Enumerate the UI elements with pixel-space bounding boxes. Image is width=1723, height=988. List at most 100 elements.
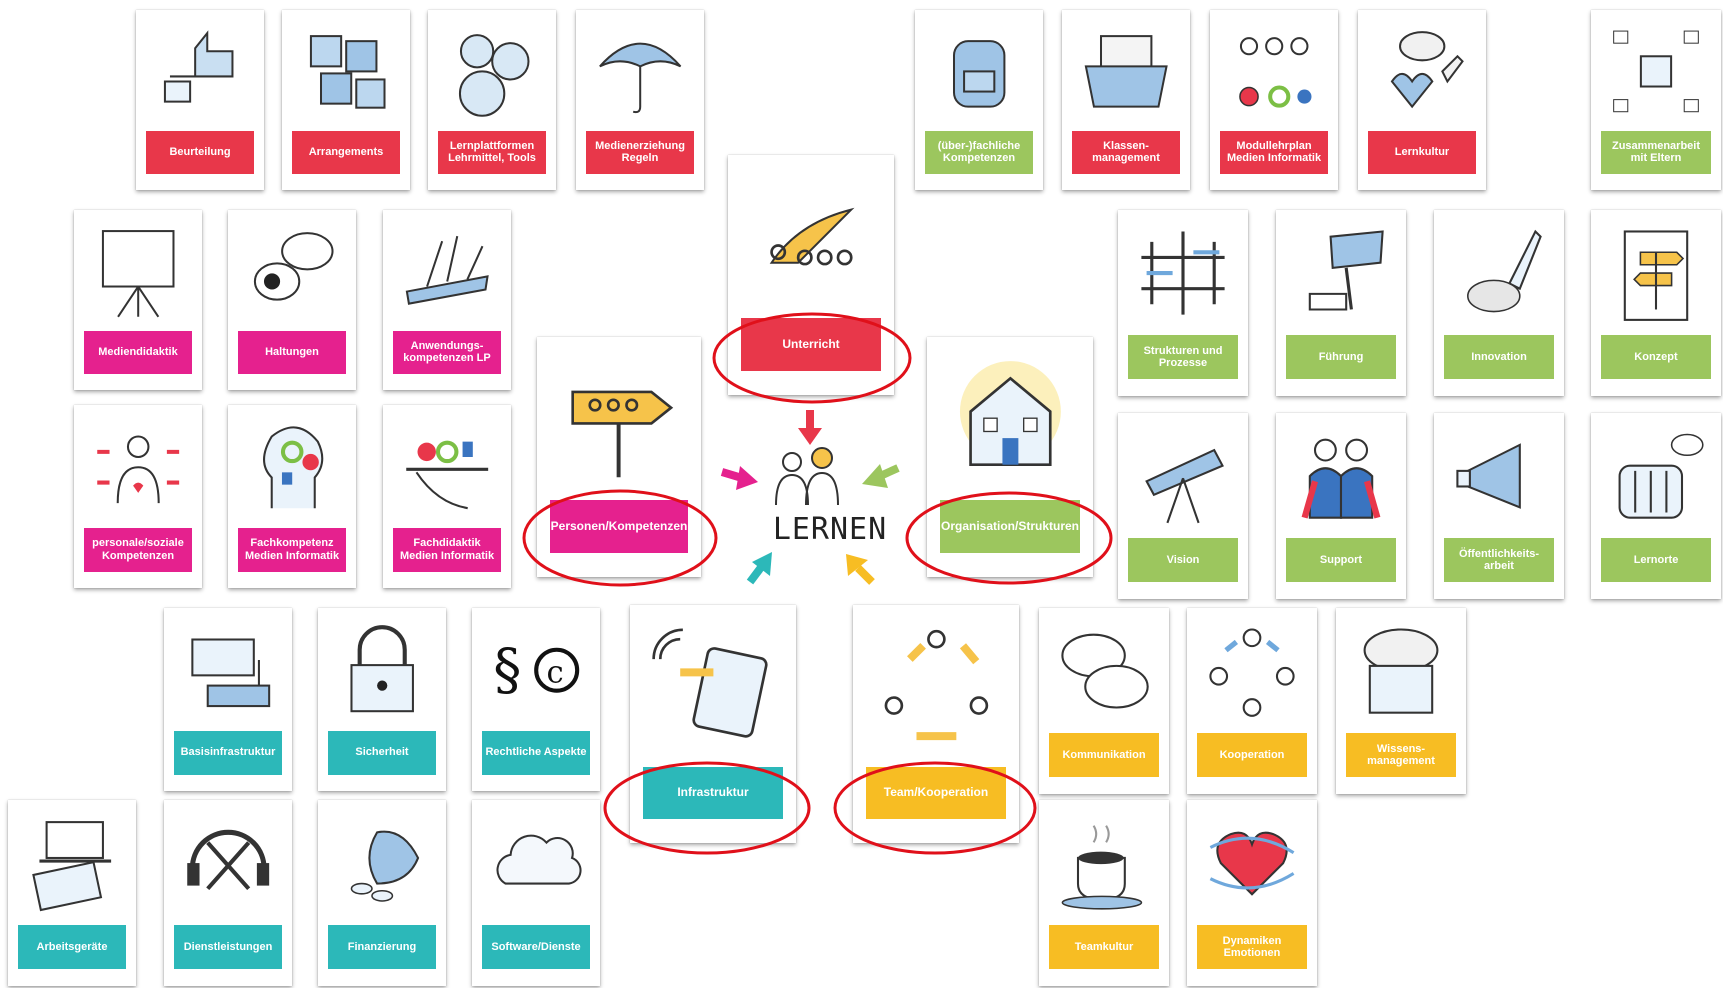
card-zusammenarbeit-eltern[interactable]: Zusammenarbeit mit Eltern — [1591, 10, 1721, 190]
card-label: Führung — [1286, 334, 1396, 380]
card-arbeitsgeraete[interactable]: Arbeitsgeräte — [8, 800, 136, 986]
umbrella-icon — [589, 21, 691, 122]
puzzle-icon — [295, 21, 397, 122]
card-teamkultur[interactable]: Teamkultur — [1039, 800, 1169, 986]
school-network-icon — [1604, 21, 1708, 122]
card-strukturen-prozesse[interactable]: Strukturen und Prozesse — [1118, 210, 1248, 396]
padlock-icon — [331, 619, 433, 721]
learners-icon — [775, 447, 839, 506]
card-label: Finanzierung — [328, 924, 436, 970]
telescope-icon — [1131, 424, 1235, 528]
paragraph-copyright-icon: §c — [485, 619, 587, 721]
card-label: Arrangements — [292, 130, 400, 174]
card-wissensmanagement[interactable]: Wissens- management — [1336, 608, 1466, 794]
card-oeffentlichkeitsarbeit[interactable]: Öffentlichkeits- arbeit — [1434, 413, 1564, 599]
group-cycle-icon — [1200, 619, 1304, 723]
card-label: Haltungen — [238, 330, 346, 374]
category-team[interactable]: Team/Kooperation — [853, 605, 1019, 843]
card-label: Lernplattformen Lehrmittel, Tools — [438, 130, 546, 174]
card-label: Organisation/Strukturen — [940, 500, 1080, 553]
card-personale-soziale[interactable]: personale/soziale Kompetenzen — [74, 405, 202, 588]
laptop-tablet-icon — [21, 811, 123, 915]
card-fachkompetenz[interactable]: Fachkompetenz Medien Informatik — [228, 405, 356, 588]
svg-text:§: § — [493, 638, 521, 703]
thumbs-up-down-icon — [149, 21, 251, 122]
megaphone-icon — [1447, 424, 1551, 528]
arrow-from-personen — [720, 466, 758, 490]
card-lernorte[interactable]: Lernorte — [1591, 413, 1721, 599]
card-label: Vision — [1128, 537, 1238, 583]
card-support[interactable]: Support — [1276, 413, 1406, 599]
card-label: (über-)fachliche Kompetenzen — [925, 130, 1033, 174]
card-lernplattformen[interactable]: Lernplattformen Lehrmittel, Tools — [428, 10, 556, 190]
arrows-grid-icon — [1131, 221, 1235, 325]
card-vision[interactable]: Vision — [1118, 413, 1248, 599]
card-klassenmanagement[interactable]: Klassen- management — [1062, 10, 1190, 190]
signpost-booklet-icon — [1604, 221, 1708, 325]
card-basisinfrastruktur[interactable]: Basisinfrastruktur — [164, 608, 292, 791]
card-anwendungskompetenzen[interactable]: Anwendungs- kompetenzen LP — [383, 210, 511, 390]
card-lernkultur[interactable]: Lernkultur — [1358, 10, 1486, 190]
card-fachliche-kompetenzen[interactable]: (über-)fachliche Kompetenzen — [915, 10, 1043, 190]
card-fachdidaktik[interactable]: Fachdidaktik Medien Informatik — [383, 405, 511, 588]
brain-building-icon — [1349, 619, 1453, 723]
card-rechtliche-aspekte[interactable]: §c Rechtliche Aspekte — [472, 608, 600, 791]
card-finanzierung[interactable]: Finanzierung — [318, 800, 446, 986]
card-konzept[interactable]: Konzept — [1591, 210, 1721, 396]
card-sicherheit[interactable]: Sicherheit — [318, 608, 446, 791]
card-label: Dienstleistungen — [174, 924, 282, 970]
road-with-group-icon — [745, 169, 878, 303]
card-label: Unterricht — [741, 318, 881, 371]
card-label: Team/Kooperation — [866, 766, 1006, 820]
card-label: Klassen- management — [1072, 130, 1180, 174]
headset-tools-icon — [177, 811, 279, 915]
thought-bubble-icon — [241, 221, 343, 322]
card-label: Software/Dienste — [482, 924, 590, 970]
card-software-dienste[interactable]: Software/Dienste — [472, 800, 600, 986]
card-label: Zusammenarbeit mit Eltern — [1601, 130, 1711, 174]
card-label: Sicherheit — [328, 730, 436, 775]
card-label: Modullehrplan Medien Informatik — [1220, 130, 1328, 174]
card-kommunikation[interactable]: Kommunikation — [1039, 608, 1169, 794]
card-mediendidaktik[interactable]: Mediendidaktik — [74, 210, 202, 390]
card-label: Innovation — [1444, 334, 1554, 380]
card-innovation[interactable]: Innovation — [1434, 210, 1564, 396]
card-label: personale/soziale Kompetenzen — [84, 527, 192, 572]
category-unterricht[interactable]: Unterricht — [728, 155, 894, 395]
speech-bubbles-icon — [1052, 619, 1156, 723]
card-label: Beurteilung — [146, 130, 254, 174]
card-label: Teamkultur — [1049, 924, 1159, 970]
card-haltungen[interactable]: Haltungen — [228, 210, 356, 390]
card-kooperation[interactable]: Kooperation — [1187, 608, 1317, 794]
printer-router-icon — [177, 619, 279, 721]
card-dienstleistungen[interactable]: Dienstleistungen — [164, 800, 292, 986]
gears-icon — [441, 21, 543, 122]
card-arrangements[interactable]: Arrangements — [282, 10, 410, 190]
card-fuehrung[interactable]: Führung — [1276, 210, 1406, 396]
card-label: Personen/Kompetenzen — [550, 500, 688, 553]
card-label: Fachkompetenz Medien Informatik — [238, 527, 346, 572]
card-label: Mediendidaktik — [84, 330, 192, 374]
category-personen[interactable]: Personen/Kompetenzen — [537, 337, 701, 577]
card-box-icon — [1075, 21, 1177, 122]
card-modullehrplan[interactable]: Modullehrplan Medien Informatik — [1210, 10, 1338, 190]
signpost-group-icon — [553, 351, 684, 485]
card-beurteilung[interactable]: Beurteilung — [136, 10, 264, 190]
arrow-from-organisation — [862, 464, 900, 488]
money-bag-icon — [331, 811, 433, 915]
cable-car-icon — [1604, 424, 1708, 528]
card-label: Medienerziehung Regeln — [586, 130, 694, 174]
card-label: Öffentlichkeits- arbeit — [1444, 537, 1554, 583]
card-label: Kooperation — [1197, 732, 1307, 778]
heart-swirl-icon — [1200, 811, 1304, 915]
card-label: Infrastruktur — [643, 766, 783, 820]
card-dynamiken-emotionen[interactable]: Dynamiken Emotionen — [1187, 800, 1317, 986]
card-label: Strukturen und Prozesse — [1128, 334, 1238, 380]
projector-screen-icon — [87, 221, 189, 322]
team-cycle-icon — [870, 619, 1003, 752]
category-organisation[interactable]: Organisation/Strukturen — [927, 337, 1093, 577]
card-label: Rechtliche Aspekte — [482, 730, 590, 775]
card-medienerziehung[interactable]: Medienerziehung Regeln — [576, 10, 704, 190]
brain-heart-hand-icon — [1371, 21, 1473, 122]
category-infrastruktur[interactable]: Infrastruktur — [630, 605, 796, 843]
